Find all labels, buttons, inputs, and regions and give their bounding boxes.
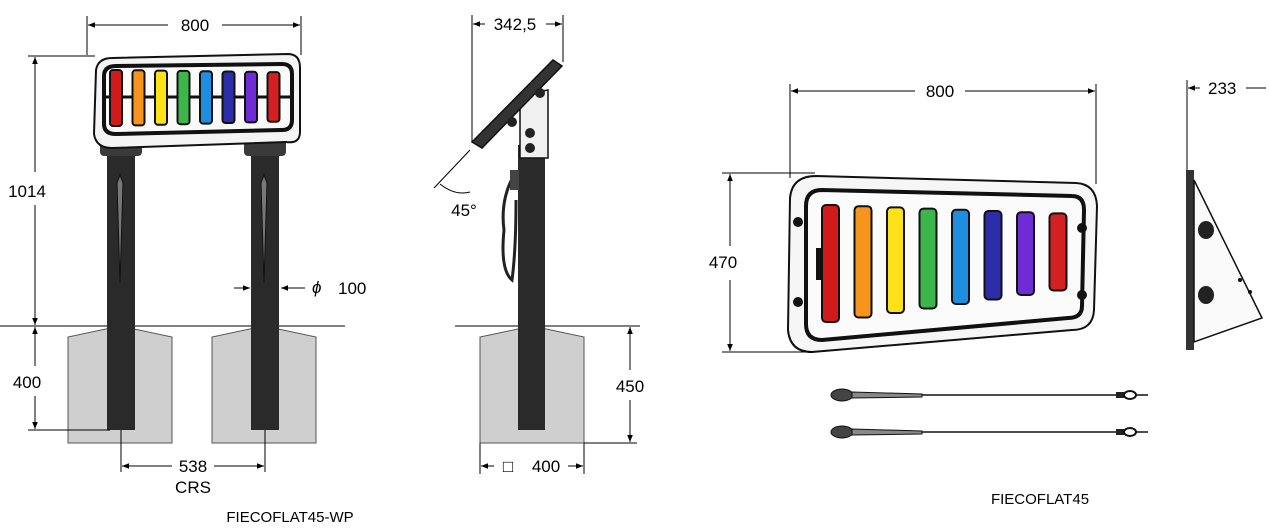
diameter-dim: 100 <box>338 279 366 298</box>
front-bars <box>109 69 281 127</box>
xylophone-bar <box>853 205 873 319</box>
panel-bars <box>821 204 1068 323</box>
mallet-cord <box>501 174 518 283</box>
mallet-loop <box>1123 390 1137 400</box>
front-height-dim: 1014 <box>8 182 46 201</box>
side-depth-233-dim: 233 <box>1208 79 1236 98</box>
mallet-loop <box>1123 427 1137 437</box>
mallet-clip <box>1116 392 1124 398</box>
xylophone-bar <box>886 206 905 314</box>
xylophone-bar <box>951 208 970 305</box>
side-profile-bracket <box>1193 179 1264 344</box>
side-depth-dim: 342,5 <box>494 15 537 34</box>
panel-bolt <box>1077 223 1087 233</box>
front-model-label: FIECOFLAT45-WP <box>226 509 353 526</box>
panel-tab <box>816 248 823 280</box>
side-profile-plate <box>1186 170 1194 350</box>
xylophone-bar <box>221 70 236 124</box>
mallet-head <box>830 425 854 439</box>
panel-bolt <box>793 297 803 307</box>
xylophone-bar <box>176 69 191 126</box>
side-profile-bolt <box>1198 221 1214 239</box>
front-width-dim: 800 <box>181 16 209 35</box>
bolt <box>525 143 535 153</box>
xylophone-bar <box>131 69 146 127</box>
mallet-handle <box>851 391 923 399</box>
side-profile-bolt <box>1198 286 1214 304</box>
side-profile-hole <box>1248 290 1252 294</box>
mallet-holder <box>510 170 519 190</box>
spacing-unit: CRS <box>175 478 211 497</box>
xylophone-bar <box>109 69 123 127</box>
panel-bolt <box>793 217 803 227</box>
angle-arc <box>439 183 471 194</box>
xylophone-bar <box>918 207 938 310</box>
xylophone-bar <box>154 69 168 126</box>
xylophone-bar <box>244 70 258 124</box>
xylophone-bar <box>821 204 840 323</box>
mallet-2 <box>830 425 1148 439</box>
panel-bolt <box>1077 290 1087 300</box>
panel-height-dim: 470 <box>709 253 737 272</box>
xylophone-bar <box>983 210 1003 301</box>
spacing-dim: 538 <box>179 457 207 476</box>
panel-width-dim: 800 <box>926 82 954 101</box>
mallet-head <box>830 388 854 402</box>
panel-frame <box>804 187 1087 343</box>
xylophone-bar <box>199 70 213 125</box>
panel-model-label: FIECOFLAT45 <box>991 491 1089 508</box>
front-depth-dim: 400 <box>13 373 41 392</box>
xylophone-bar <box>1048 212 1068 292</box>
panel-view: 800 470 233 <box>709 79 1266 508</box>
side-panel <box>470 59 564 149</box>
footing-height-dim: 450 <box>616 377 644 396</box>
side-post <box>518 145 545 430</box>
angle-dim: 45° <box>451 201 477 220</box>
mallet-clip <box>1116 429 1124 435</box>
mallet-1 <box>830 388 1148 402</box>
side-view: 342,5 45° 450 □ 400 <box>433 15 644 476</box>
square-symbol: □ <box>503 457 513 476</box>
front-view: 800 1014 400 ϕ 100 538 CRS FIECOFLAT45-W… <box>0 16 366 526</box>
mallet-handle <box>851 428 923 436</box>
footing-size-dim: 400 <box>532 457 560 476</box>
bolt <box>507 117 517 127</box>
xylophone-bar <box>266 71 281 123</box>
bolt <box>525 128 535 138</box>
diameter-symbol: ϕ <box>312 278 321 297</box>
mallet-left <box>116 173 124 284</box>
bolt <box>535 88 545 98</box>
angle-line <box>433 149 471 189</box>
mallet-right <box>260 173 268 284</box>
xylophone-bar <box>1016 211 1035 296</box>
side-profile-hole <box>1238 278 1242 282</box>
